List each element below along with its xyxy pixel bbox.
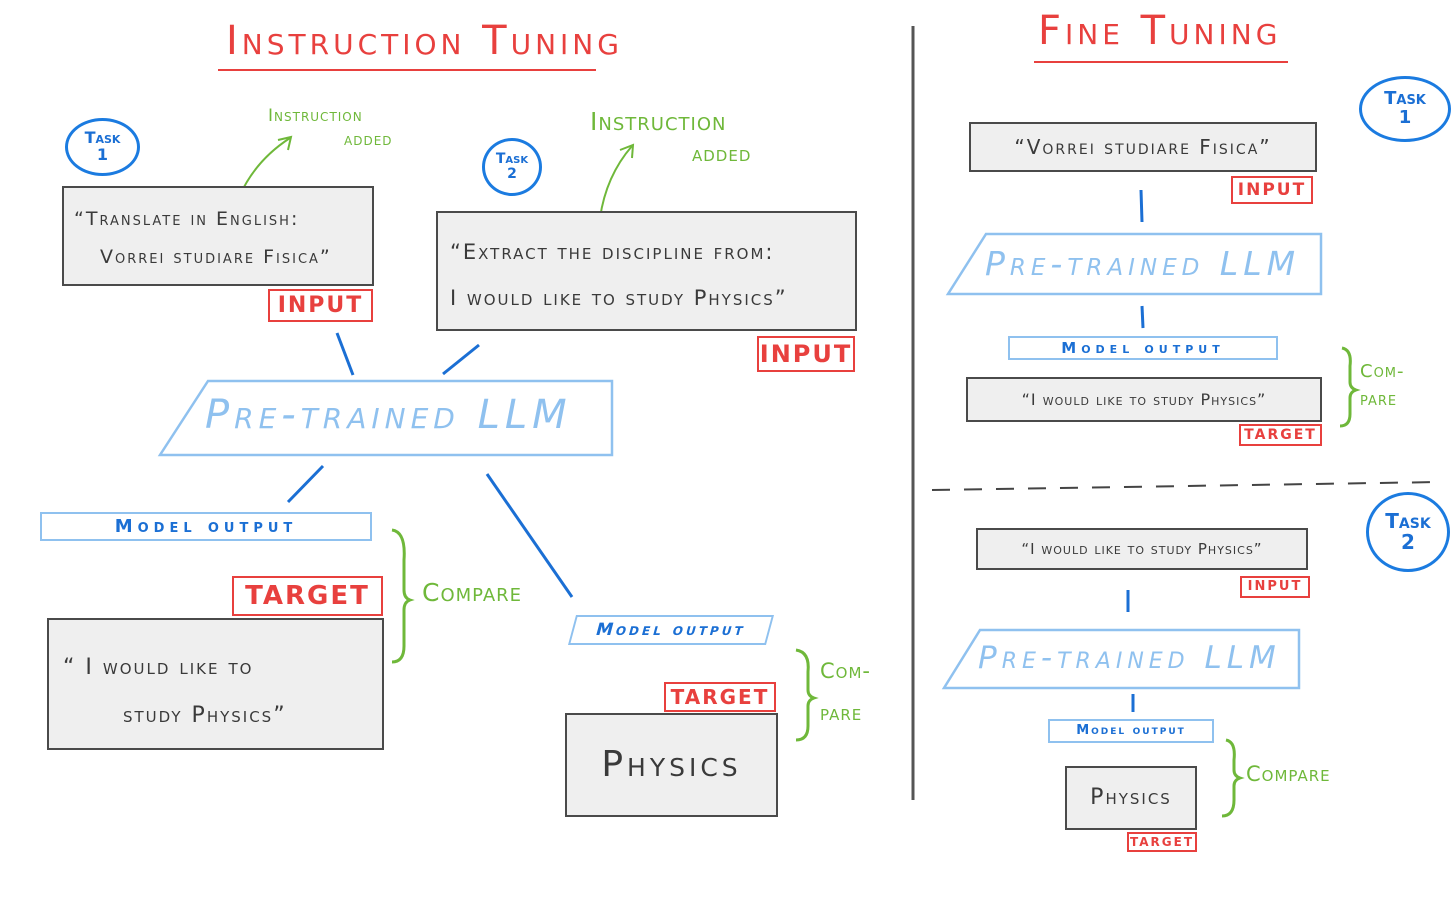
ft-target-tag-2: TARGET — [1127, 832, 1197, 852]
input-tag-2: INPUT — [757, 336, 855, 372]
pretrained-llm-label: Pre-trained LLM — [205, 392, 572, 438]
task-number: 2 — [1401, 530, 1415, 554]
compare-label-1: Compare — [422, 578, 523, 607]
input-line-1: “Extract the discipline from: — [450, 240, 775, 264]
task-number: 2 — [507, 166, 517, 182]
instruction-tuning-title: Instruction Tuning — [226, 18, 623, 64]
compare-line-1: Com- — [1360, 361, 1405, 382]
note-line-2: added — [692, 142, 752, 166]
task-label: Task — [1384, 88, 1426, 110]
ft-target-tag-1: TARGET — [1239, 424, 1322, 446]
task-label: Task — [1385, 509, 1431, 533]
model-output-1: Model output — [40, 512, 372, 541]
ft-pretrained-llm-1: Pre-trained LLM — [985, 244, 1301, 283]
ft-pretrained-llm-2: Pre-trained LLM — [978, 640, 1281, 676]
task-2-badge-right: Task 2 — [1366, 492, 1450, 572]
model-output-2: Model output — [567, 615, 775, 645]
ft-compare-label-2: Compare — [1246, 762, 1331, 786]
ft-input-tag-1: INPUT — [1231, 176, 1313, 204]
input-line-1: “Translate in English: — [74, 208, 300, 230]
target-box-2: Physics — [565, 713, 778, 817]
target-tag-1: TARGET — [232, 576, 383, 616]
ft-model-output-1: Model output — [1008, 336, 1278, 360]
note-line-1: Instruction — [268, 106, 363, 126]
instruction-added-note-2: Instruction added — [590, 106, 790, 170]
input-tag-1: INPUT — [268, 289, 373, 322]
target-tag-2: TARGET — [664, 682, 776, 712]
target-line-1: “ I would like to — [63, 655, 254, 680]
ft-input-box-2: “I would like to study Physics” — [976, 528, 1308, 570]
note-line-1: Instruction — [590, 107, 727, 136]
compare-line-2: pare — [1360, 389, 1398, 410]
target-box-1: “ I would like to study Physics” — [47, 618, 384, 750]
instruction-added-note-1: Instruction added — [268, 104, 418, 152]
compare-line-2: pare — [820, 701, 863, 725]
fine-tuning-title: Fine Tuning — [1038, 8, 1282, 54]
ft-input-tag-2: INPUT — [1240, 576, 1310, 598]
input-box-1: “Translate in English: Vorrei studiare F… — [62, 186, 374, 286]
note-line-2: added — [344, 130, 393, 150]
input-line-2: Vorrei studiare Fisica” — [100, 246, 332, 268]
task-number: 1 — [1398, 107, 1412, 128]
task-2-badge: Task 2 — [482, 138, 542, 196]
task-1-badge-right: Task 1 — [1359, 76, 1451, 142]
input-line-2: I would like to study Physics” — [450, 286, 788, 310]
compare-line-1: Com- — [820, 659, 871, 683]
ft-input-box-1: “Vorrei studiare Fisica” — [969, 122, 1317, 172]
input-box-2: “Extract the discipline from: I would li… — [436, 211, 857, 331]
task-1-badge: Task 1 — [65, 118, 140, 176]
task-label: Task — [84, 128, 121, 148]
task-number: 1 — [96, 145, 109, 164]
compare-label-2: Com- pare — [820, 650, 871, 734]
ft-target-box-2: Physics — [1065, 766, 1197, 830]
ft-model-output-2: Model output — [1048, 719, 1214, 743]
ft-compare-label-1: Com- pare — [1360, 358, 1405, 414]
ft-target-box-1: “I would like to study Physics” — [966, 377, 1322, 422]
task-label: Task — [495, 151, 529, 168]
target-line-2: study Physics” — [123, 703, 287, 728]
